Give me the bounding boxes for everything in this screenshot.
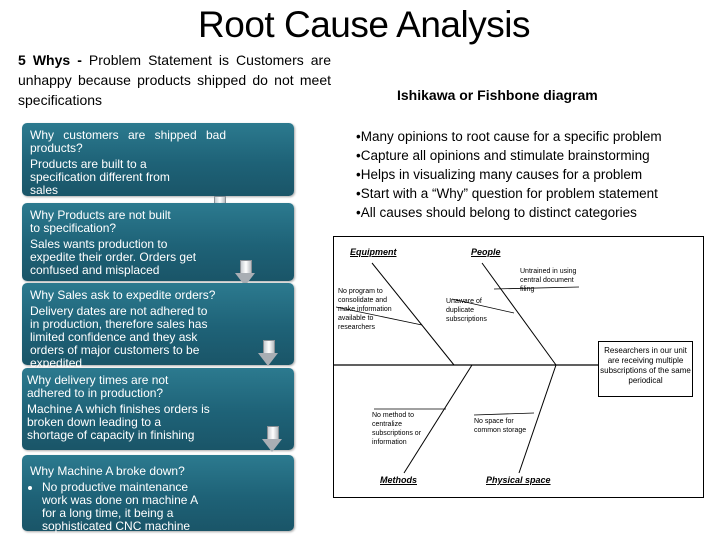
down-arrow-icon — [258, 340, 278, 366]
bullet-item: •Many opinions to root cause for a speci… — [356, 129, 662, 144]
why-answer: Delivery dates are not adhered to in pro… — [30, 304, 208, 370]
down-arrow-icon — [262, 426, 282, 452]
why-question: Why Products are not built to specificat… — [30, 208, 171, 235]
why-answer: Machine A which finishes orders is broke… — [27, 402, 210, 442]
why-answer: Products are built to a specification di… — [30, 157, 170, 197]
category-equipment: Equipment — [350, 247, 397, 257]
category-physical-space: Physical space — [486, 475, 551, 485]
why-box-5: Why Machine A broke down? No productive … — [22, 455, 294, 533]
why-question: Why customers are shipped bad products? — [30, 128, 226, 155]
why-answer: No productive maintenance work was done … — [42, 481, 206, 533]
why-question: Why Machine A broke down? — [30, 464, 185, 478]
why-question: Why Sales ask to expedite orders? — [30, 288, 216, 302]
down-arrow-icon — [235, 260, 255, 286]
cause-no-program: No program to consolidate and make infor… — [338, 288, 392, 331]
bullet-item: •Capture all opinions and stimulate brai… — [356, 148, 650, 163]
fishbone-bullet-list: •Many opinions to root cause for a speci… — [356, 127, 662, 222]
fishbone-heading: Ishikawa or Fishbone diagram — [397, 87, 598, 103]
category-people: People — [471, 247, 501, 257]
five-whys-label: 5 Whys - — [18, 52, 82, 68]
page-title: Root Cause Analysis — [198, 4, 530, 45]
fishbone-diagram: Equipment People Methods Physical space … — [333, 236, 704, 498]
cause-unaware: Unaware of duplicate subscriptions — [446, 298, 487, 323]
bullet-item: •Start with a “Why” question for problem… — [356, 186, 658, 201]
category-methods: Methods — [380, 475, 417, 485]
why-box-1: Why customers are shipped bad products? … — [22, 123, 294, 197]
why-answer-list: No productive maintenance work was done … — [30, 481, 286, 533]
why-answer: Sales wants production to expedite their… — [30, 237, 197, 277]
problem-effect-box: Researchers in our unit are receiving mu… — [598, 341, 693, 397]
why-box-3: Why Sales ask to expedite orders? Delive… — [22, 283, 294, 370]
why-box-4: Why delivery times are not adhered to in… — [22, 368, 294, 450]
cause-untrained: Untrained in using central document fili… — [520, 268, 577, 293]
bullet-item: •Helps in visualizing many causes for a … — [356, 167, 643, 182]
problem-statement-text: Problem Statement is Customers are unhap… — [18, 52, 332, 108]
cause-no-space: No space for common storage — [474, 418, 527, 434]
why-question: Why delivery times are not adhered to in… — [27, 373, 169, 400]
cause-no-method: No method to centralize subscriptions or… — [372, 412, 422, 446]
bullet-item: •All causes should belong to distinct ca… — [356, 205, 637, 220]
problem-statement: 5 Whys - Problem Statement is Customers … — [18, 50, 331, 110]
fishbone-lines — [334, 262, 598, 474]
